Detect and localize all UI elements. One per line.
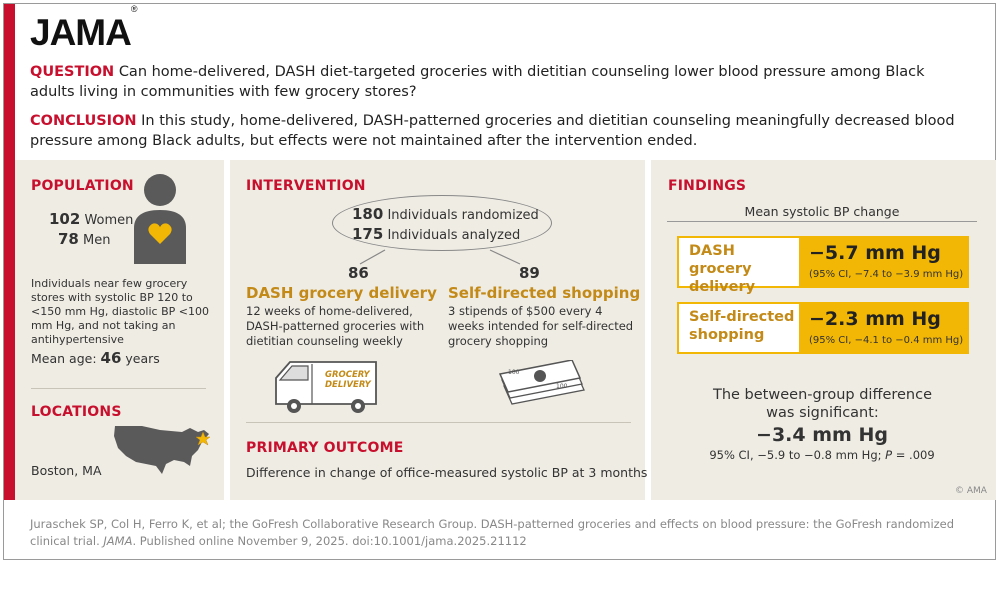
van-label: GROCERY DELIVERY: [325, 370, 371, 390]
arm1-title: DASH grocery delivery: [246, 284, 437, 302]
men-label: Men: [83, 233, 111, 248]
women-count: 102: [49, 210, 81, 228]
jama-logo: JAMA®: [30, 3, 137, 53]
finding-value: −2.3 mm Hg: [809, 308, 941, 330]
findings-divider: [667, 221, 977, 222]
citation-text: Juraschek SP, Col H, Ferro K, et al; the…: [30, 517, 955, 548]
arm1-description: 12 weeks of home-delivered, DASH-pattern…: [246, 304, 425, 348]
mean-age-row: Mean age: 46 years: [31, 349, 160, 367]
arm-branch-lines: [359, 249, 521, 265]
finding-value: −5.7 mm Hg: [809, 242, 941, 264]
p-value: = .009: [895, 448, 935, 462]
conclusion-label: CONCLUSION: [30, 113, 137, 129]
delivery-van-icon: [275, 361, 377, 413]
analyzed-label: Individuals analyzed: [387, 228, 521, 243]
findings-heading: FINDINGS: [668, 178, 747, 194]
arm1-n: 86: [348, 264, 369, 282]
svg-text:100: 100: [508, 369, 520, 376]
randomized-ellipse: [332, 195, 552, 251]
locations-heading: LOCATIONS: [31, 404, 122, 420]
arm2-description: 3 stipends of $500 every 4 weeks intende…: [448, 304, 634, 348]
svg-text:100: 100: [556, 383, 568, 390]
finding-value-box: −5.7 mm Hg (95% CI, −7.4 to −3.9 mm Hg): [799, 238, 967, 286]
arm2-title: Self-directed shopping: [448, 284, 641, 302]
men-count-row: 78 Men: [58, 230, 110, 248]
women-label: Women: [84, 213, 134, 228]
finding-ci: (95% CI, −7.4 to −3.9 mm Hg): [809, 269, 964, 280]
usa-map-icon: [114, 426, 211, 474]
copyright: © AMA: [955, 486, 987, 496]
citation: Juraschek SP, Col H, Ferro K, et al; the…: [30, 516, 960, 550]
primary-outcome-text: Difference in change of office-measured …: [246, 465, 648, 480]
question-label: QUESTION: [30, 64, 115, 80]
randomized-count: 180: [352, 205, 384, 223]
men-count: 78: [58, 230, 79, 248]
person-heart-icon: [134, 174, 186, 264]
arm2-n: 89: [519, 264, 540, 282]
randomized-label: Individuals randomized: [387, 208, 539, 223]
finding-row-dash: DASH grocery delivery −5.7 mm Hg (95% CI…: [677, 236, 969, 295]
population-divider: [31, 388, 206, 389]
finding-ci: (95% CI, −4.1 to −0.4 mm Hg): [809, 335, 964, 346]
p-label: P: [885, 448, 893, 462]
citation-journal: JAMA: [103, 534, 133, 548]
citation-rest: . Published online November 9, 2025. doi…: [132, 534, 527, 548]
mean-age-label: Mean age:: [31, 351, 97, 366]
analyzed-count: 175: [352, 225, 384, 243]
difference-ci-row: 95% CI, −5.9 to −0.8 mm Hg; P = .009: [667, 448, 977, 463]
enrollment-text: 180 Individuals randomized 175 Individua…: [352, 205, 539, 245]
question-text: Can home-delivered, DASH diet-targeted g…: [30, 64, 925, 100]
population-criteria: Individuals near few grocery stores with…: [31, 277, 209, 346]
finding-row-self-directed: Self-directed shopping −2.3 mm Hg (95% C…: [677, 302, 969, 354]
question-block: QUESTION Can home-delivered, DASH diet-t…: [30, 62, 970, 102]
finding-label: DASH grocery delivery: [689, 243, 756, 295]
women-count-row: 102 Women: [49, 210, 133, 228]
accent-bar: [4, 4, 15, 500]
difference-text: The between-group difference was signifi…: [712, 387, 933, 421]
conclusion-text: In this study, home-delivered, DASH-patt…: [30, 113, 955, 149]
cash-stack-icon: 100 100: [498, 360, 585, 405]
finding-label: Self-directed shopping: [689, 309, 795, 343]
location-place: Boston, MA: [31, 463, 102, 478]
mean-age-value: 46: [100, 349, 122, 367]
mean-age-unit: years: [125, 351, 160, 366]
intervention-divider: [246, 422, 631, 423]
intervention-heading: INTERVENTION: [246, 178, 366, 194]
finding-value-box: −2.3 mm Hg (95% CI, −4.1 to −0.4 mm Hg): [799, 304, 967, 352]
difference-value: −3.4 mm Hg: [756, 424, 888, 446]
difference-ci: 95% CI, −5.9 to −0.8 mm Hg;: [709, 448, 882, 462]
population-heading: POPULATION: [31, 178, 134, 194]
findings-subheading: Mean systolic BP change: [744, 204, 900, 219]
primary-outcome-heading: PRIMARY OUTCOME: [246, 440, 404, 456]
conclusion-block: CONCLUSION In this study, home-delivered…: [30, 111, 970, 151]
